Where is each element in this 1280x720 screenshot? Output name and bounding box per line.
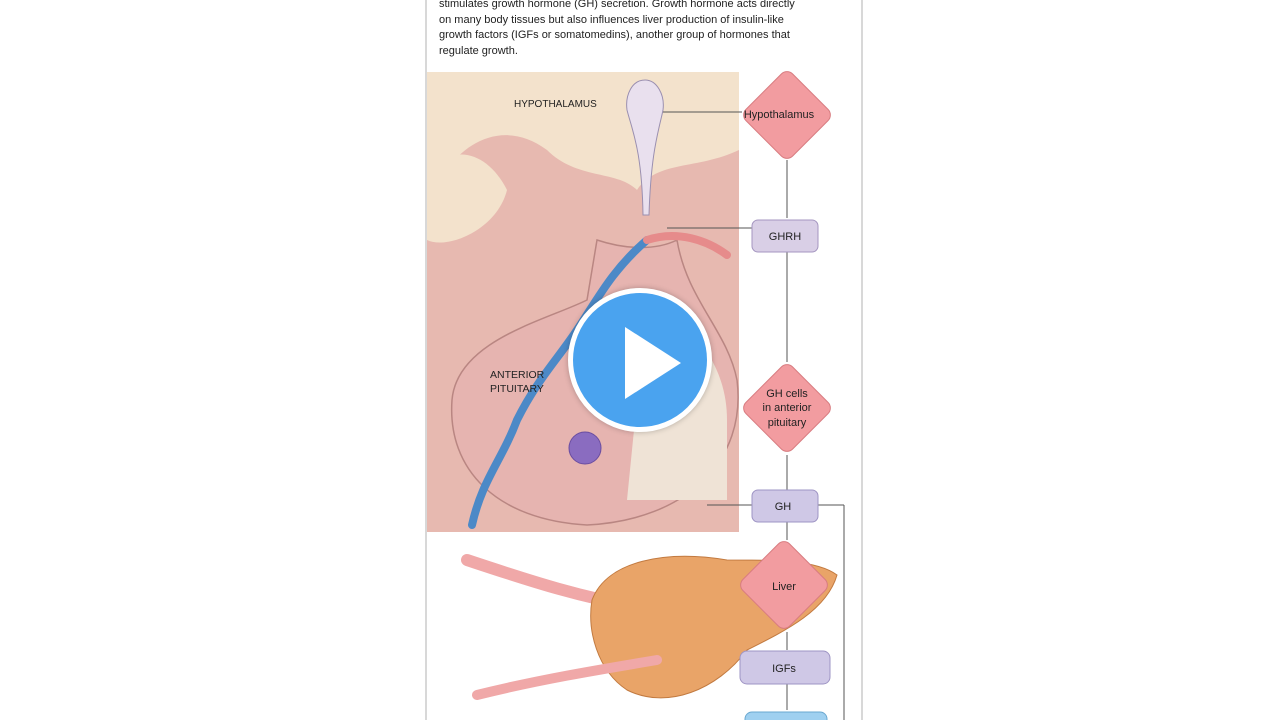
- flow-node-target-tissues: [744, 711, 828, 720]
- gh-cells-label-2: in anterior: [763, 402, 812, 414]
- figure-caption: stimulates growth hormone (GH) secretion…: [439, 0, 795, 57]
- ghrh-label: GHRH: [769, 231, 801, 243]
- portal-vessel: [468, 236, 651, 529]
- blood-vessel-2: [472, 655, 662, 700]
- flow-node-gh-cells: GH cells in anterior pituitary: [743, 364, 831, 452]
- flow-node-gh: [751, 489, 819, 523]
- gh-label: GH: [775, 501, 792, 513]
- gh-cell: [568, 431, 602, 465]
- neuron: [626, 79, 664, 216]
- hypothalamus-node-label: Hypothalamus: [744, 109, 815, 121]
- gh-cells-label-1: GH cells: [766, 388, 808, 400]
- flow-node-ghrh: [751, 219, 819, 253]
- flow-node-liver: Liver: [740, 541, 828, 629]
- flow-node-igfs: [739, 650, 831, 685]
- play-icon: [625, 327, 681, 399]
- brain-fold: [427, 154, 507, 243]
- pituitary-label-2: PITUITARY: [490, 383, 544, 395]
- play-button[interactable]: [568, 288, 712, 432]
- hypothalamus-label: HYPOTHALAMUS: [514, 99, 597, 110]
- igfs-label: IGFs: [772, 663, 796, 675]
- flow-node-hypothalamus: Hypothalamus: [743, 71, 831, 159]
- flow-connectors: [663, 111, 845, 720]
- gh-cells-label-3: pituitary: [768, 417, 807, 429]
- artery: [643, 231, 731, 259]
- pituitary-label-1: ANTERIOR: [490, 369, 545, 381]
- liver-label: Liver: [772, 581, 796, 593]
